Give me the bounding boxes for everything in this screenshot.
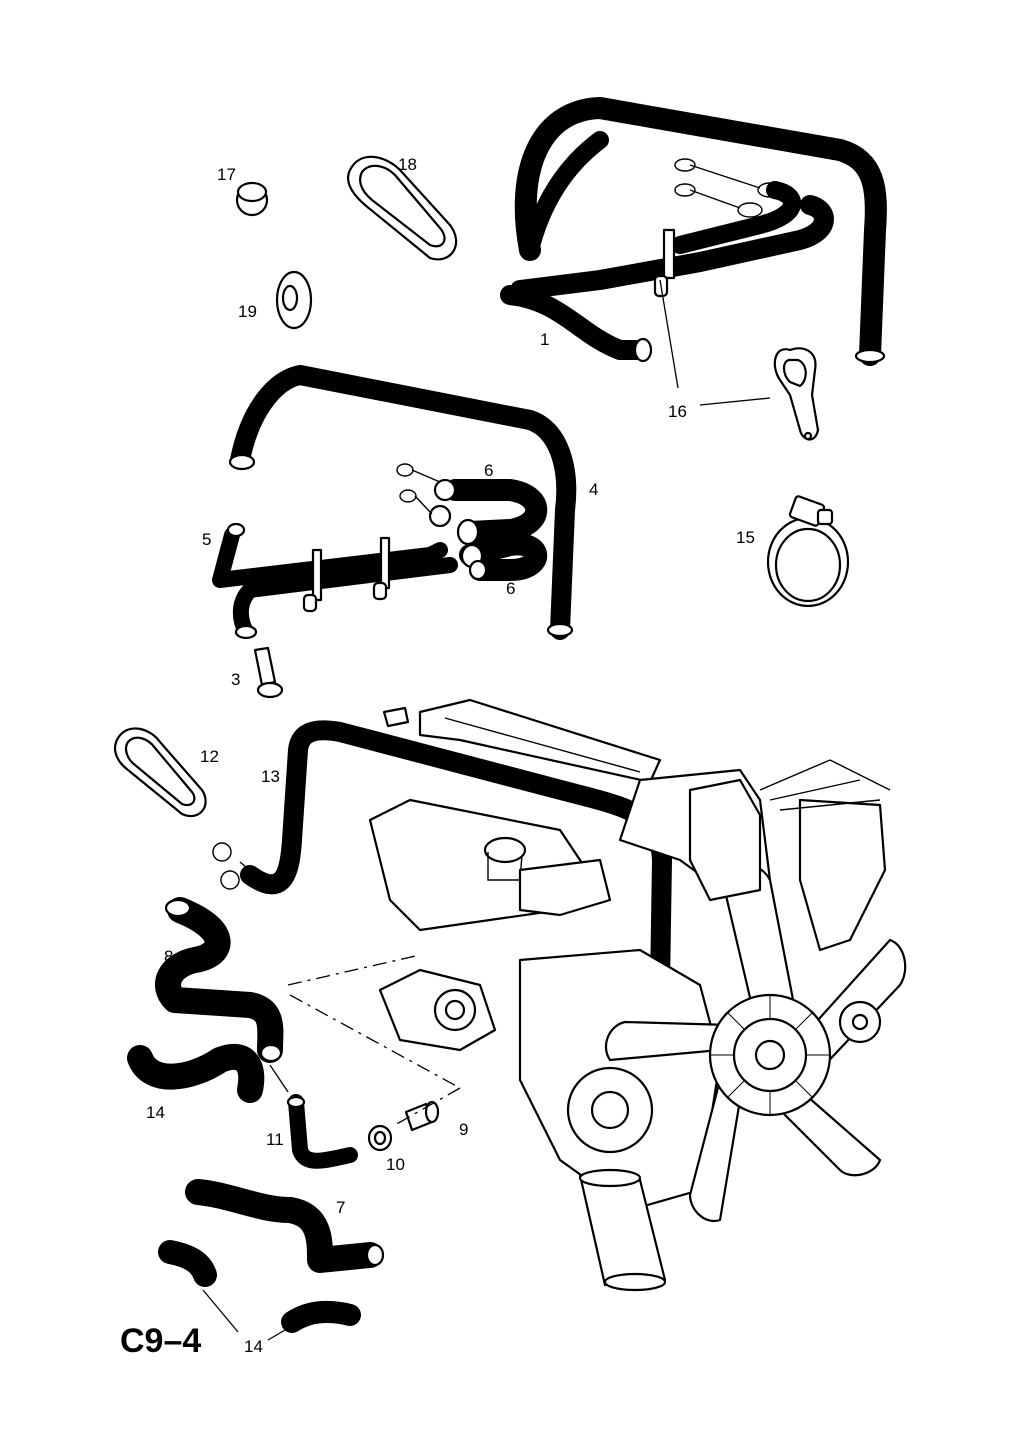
part-18-gasket	[347, 155, 458, 261]
callout-11: 11	[266, 1130, 284, 1149]
part-15-clamp	[766, 495, 850, 608]
part-7-hose	[185, 1179, 385, 1273]
callout-18: 18	[398, 155, 417, 174]
guide-lines	[287, 954, 461, 1126]
callout-6-upper: 6	[484, 461, 493, 480]
callout-8: 8	[164, 947, 173, 966]
part-8-hose	[155, 897, 284, 1063]
part-14-hose-b	[158, 1240, 361, 1333]
callout-5: 5	[202, 530, 211, 549]
callout-16: 16	[668, 402, 687, 421]
callout-4: 4	[589, 480, 598, 499]
callout-19: 19	[238, 302, 257, 321]
callout-2: 2	[520, 158, 529, 177]
callout-3: 3	[231, 670, 240, 689]
callout-9: 9	[459, 1120, 468, 1139]
part-11-pipe	[286, 1094, 358, 1169]
callout-17: 17	[217, 165, 236, 184]
part-2-hose	[514, 97, 887, 366]
callout-1: 1	[540, 330, 549, 349]
part-9-union	[404, 1100, 440, 1132]
part-19-grommet	[275, 270, 313, 330]
part-14-hose-a	[127, 1043, 265, 1103]
callout-7: 7	[336, 1198, 345, 1217]
callout-13: 13	[261, 767, 280, 786]
part-5-pipe	[212, 522, 458, 640]
callout-14-lower: 14	[244, 1337, 263, 1356]
callouts: 1 2 3 4 5 6 6 7 8 9 10 11 12 13 14 14 15…	[146, 155, 755, 1356]
part-17-plug	[235, 181, 269, 217]
engine-block	[368, 698, 907, 1292]
callout-15: 15	[736, 528, 755, 547]
callout-12: 12	[200, 747, 219, 766]
part-12-gasket	[113, 727, 207, 817]
callout-6-lower: 6	[506, 579, 515, 598]
part-1-pipe	[500, 158, 834, 363]
callout-14-upper: 14	[146, 1103, 165, 1122]
leader-lines	[202, 279, 771, 1341]
part-3-connector	[253, 646, 284, 699]
part-16-bracket	[773, 347, 820, 441]
part-6-hoses	[396, 463, 548, 581]
part-4-hose	[228, 365, 577, 640]
diagram-code: C9–4	[120, 1322, 201, 1360]
callout-10: 10	[386, 1155, 405, 1174]
part-10-nut	[367, 1124, 393, 1152]
